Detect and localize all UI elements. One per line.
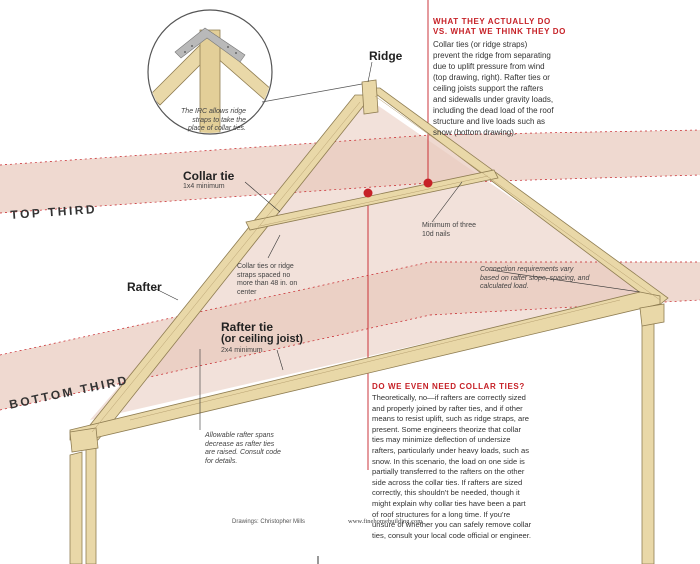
left-inner-post (85, 445, 97, 564)
rafter-tie-label: Rafter tie (221, 320, 274, 334)
ridge-label: Ridge (369, 49, 403, 63)
ridge-strap-inset (147, 9, 363, 135)
sidebar1-heading-2: VS. WHAT WE THINK THEY DO (433, 27, 566, 36)
website-credit: www.finehomebuilding.com (348, 518, 423, 525)
sidebar1-body: Collar ties (or ridge straps) prevent th… (433, 40, 554, 137)
collar-tie-size-label: 1x4 minimum (183, 183, 225, 190)
collar-tie-red-dot (423, 178, 433, 188)
irc-note: The IRC allows ridge straps to take the … (181, 108, 246, 132)
drawings-credit: Drawings: Christopher Mills (232, 519, 306, 525)
left-block (69, 427, 99, 453)
rafter-tie-size-label: 2x4 minimum (221, 347, 263, 354)
connection-note: Connection requirements vary based on ra… (480, 266, 590, 290)
right-wall-post (641, 315, 655, 564)
roof-interior-shade (90, 98, 648, 420)
collar-tie-label: Collar tie (183, 169, 235, 183)
rafter-label: Rafter (127, 280, 162, 294)
right-block (639, 303, 665, 327)
sidebar2-body: Theoretically, no—if rafters are correct… (372, 393, 532, 540)
center-red-dot (363, 188, 373, 198)
ridge-board (361, 79, 379, 115)
left-wall-post (69, 451, 83, 564)
spacing-note: Collar ties or ridge straps spaced no mo… (237, 263, 298, 296)
span-note: Allowable rafter spans decrease as rafte… (205, 432, 281, 465)
nails-note: Minimum of three 10d nails (422, 222, 477, 238)
sidebar2-heading: DO WE EVEN NEED COLLAR TIES? (372, 382, 525, 391)
sidebar1-heading-1: WHAT THEY ACTUALLY DO (433, 17, 551, 26)
ceiling-joist-label: (or ceiling joist) (221, 333, 303, 345)
